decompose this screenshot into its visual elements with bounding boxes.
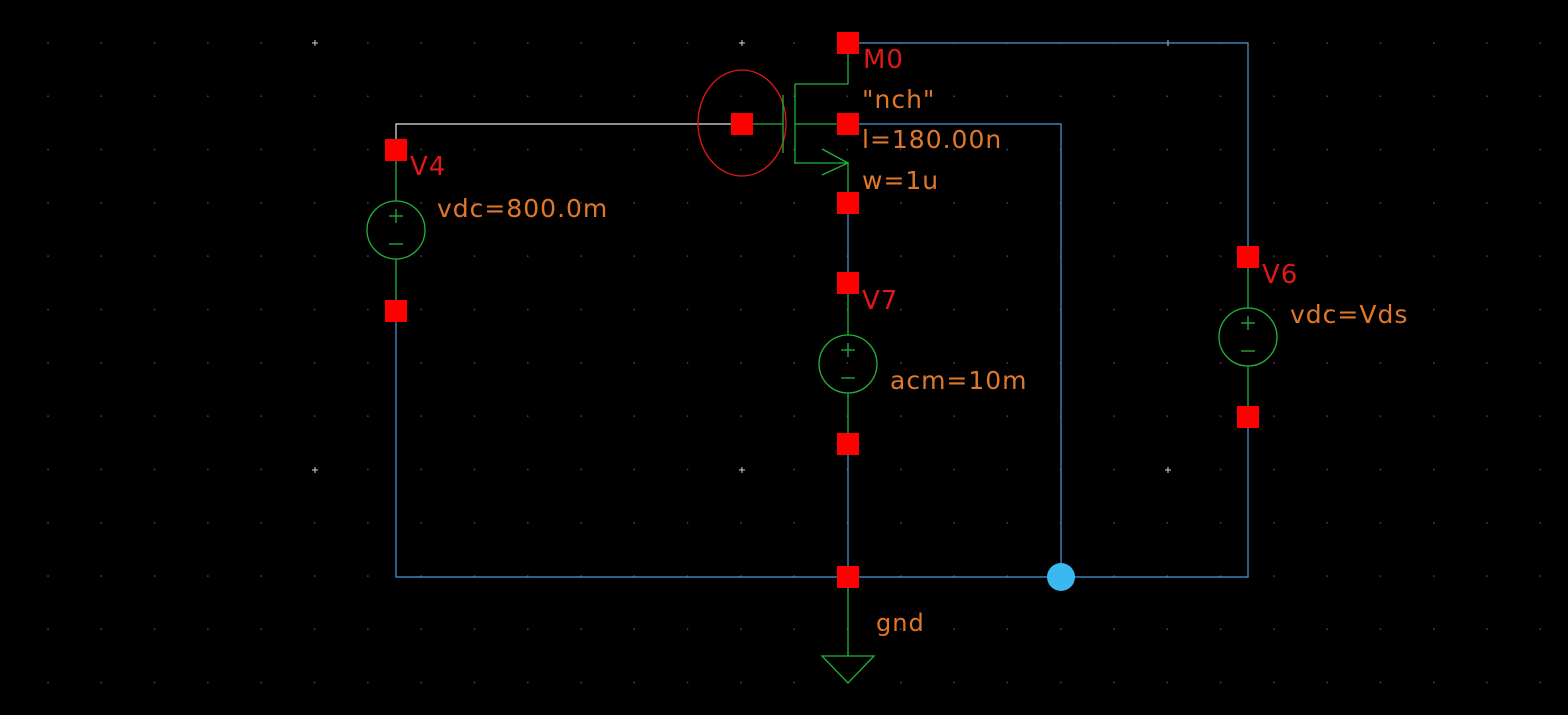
grid-major-cross	[312, 40, 318, 46]
selection-highlight	[697, 69, 787, 177]
wire-bulk[interactable]	[848, 123, 1062, 577]
pin-m0-bulk[interactable]	[837, 113, 859, 135]
v4-instance-name: V4	[410, 152, 446, 182]
pin-v6-plus[interactable]	[1237, 246, 1259, 268]
pin-gnd[interactable]	[837, 566, 859, 588]
pin-v7-minus[interactable]	[837, 433, 859, 455]
pin-m0-drain[interactable]	[837, 32, 859, 54]
nmos-model-label: "nch"	[862, 85, 935, 114]
v4-param-label: vdc=800.0m	[437, 194, 608, 223]
nmos-length-label: l=180.00n	[862, 125, 1002, 154]
voltage-source-v7[interactable]: V7 acm=10m	[818, 283, 1028, 444]
wire-drain-to-v6[interactable]	[848, 42, 1249, 257]
v7-instance-name: V7	[862, 286, 898, 316]
grid-major-cross	[739, 40, 745, 46]
grid-major-cross	[312, 467, 318, 473]
pins	[385, 32, 1259, 588]
pin-m0-gate[interactable]	[731, 113, 753, 135]
wire-junction-dot[interactable]	[1047, 563, 1075, 591]
nmos-transistor[interactable]: M0 "nch" l=180.00n w=1u	[697, 43, 1002, 203]
nmos-instance-name: M0	[863, 45, 904, 75]
grid	[47, 40, 1542, 684]
ground-symbol[interactable]: gnd	[820, 577, 925, 684]
grid-major-cross	[739, 467, 745, 473]
voltage-source-v6[interactable]: V6 vdc=Vds	[1218, 257, 1408, 417]
nmos-width-label: w=1u	[862, 166, 939, 195]
pin-v4-minus[interactable]	[385, 300, 407, 322]
v6-param-label: vdc=Vds	[1290, 300, 1408, 329]
v6-instance-name: V6	[1262, 260, 1298, 290]
pin-v6-minus[interactable]	[1237, 406, 1259, 428]
pin-v4-plus[interactable]	[385, 139, 407, 161]
v7-param-label: acm=10m	[890, 366, 1028, 395]
voltage-source-v4[interactable]: V4 vdc=800.0m	[366, 150, 608, 311]
wire-ground-bus[interactable]	[395, 311, 1249, 578]
ground-label: gnd	[876, 609, 925, 637]
pin-v7-plus[interactable]	[837, 272, 859, 294]
grid-major-cross	[1165, 467, 1171, 473]
pin-m0-source[interactable]	[837, 192, 859, 214]
